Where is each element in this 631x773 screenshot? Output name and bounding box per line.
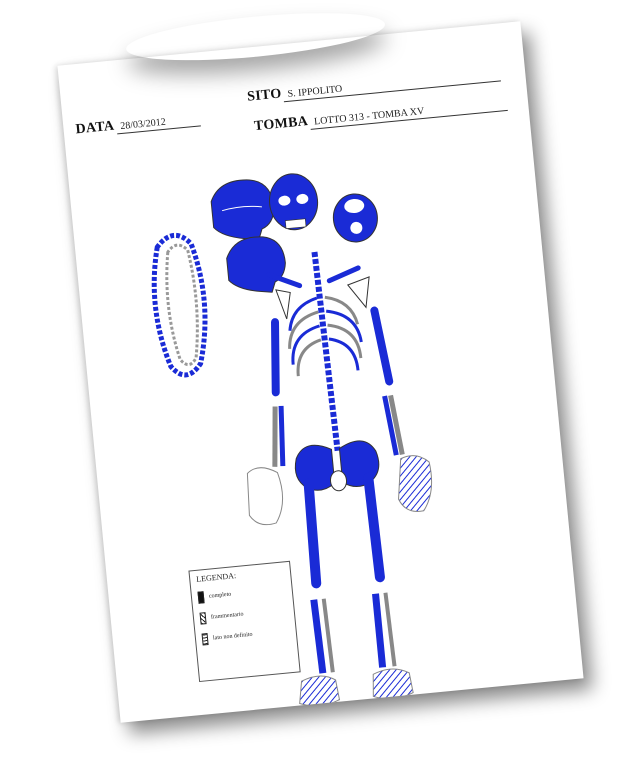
lined-swatch-icon	[202, 633, 209, 646]
hand-right	[395, 454, 435, 513]
scapula-left	[276, 289, 293, 320]
scapula-right	[347, 277, 372, 309]
legend-item-fragmentary: frammentario	[200, 604, 289, 624]
skull-lateral-bottom	[225, 234, 288, 296]
skull-basal	[331, 192, 379, 244]
solid-swatch-icon	[198, 591, 205, 604]
arm-right	[374, 309, 402, 456]
skull-frontal	[267, 172, 320, 232]
leg-right	[364, 477, 394, 667]
arm-left	[261, 322, 289, 467]
hatched-swatch-icon	[200, 612, 207, 625]
legend-label: lato non definito	[213, 632, 253, 642]
vertebral-column	[314, 252, 337, 451]
foot-right	[371, 667, 414, 700]
skeleton-diagram	[57, 21, 583, 723]
foot-left	[297, 674, 340, 707]
legend-label: frammentario	[211, 612, 244, 621]
legend-box: LEGENDA: completo frammentario lato non …	[188, 561, 300, 682]
legend-label: completo	[209, 592, 232, 600]
dental-arch	[149, 233, 211, 377]
clavicle-right	[328, 268, 359, 281]
legend-item-side-undefined: lato non definito	[202, 625, 291, 645]
hand-left	[245, 466, 285, 527]
leg-left	[303, 483, 333, 673]
burial-record-sheet: DATA 28/03/2012 SITO S. IPPOLITO TOMBA L…	[57, 21, 583, 723]
legend-title: LEGENDA:	[196, 566, 284, 583]
legend-item-complete: completo	[198, 583, 287, 603]
skull-lateral-top	[209, 177, 277, 243]
